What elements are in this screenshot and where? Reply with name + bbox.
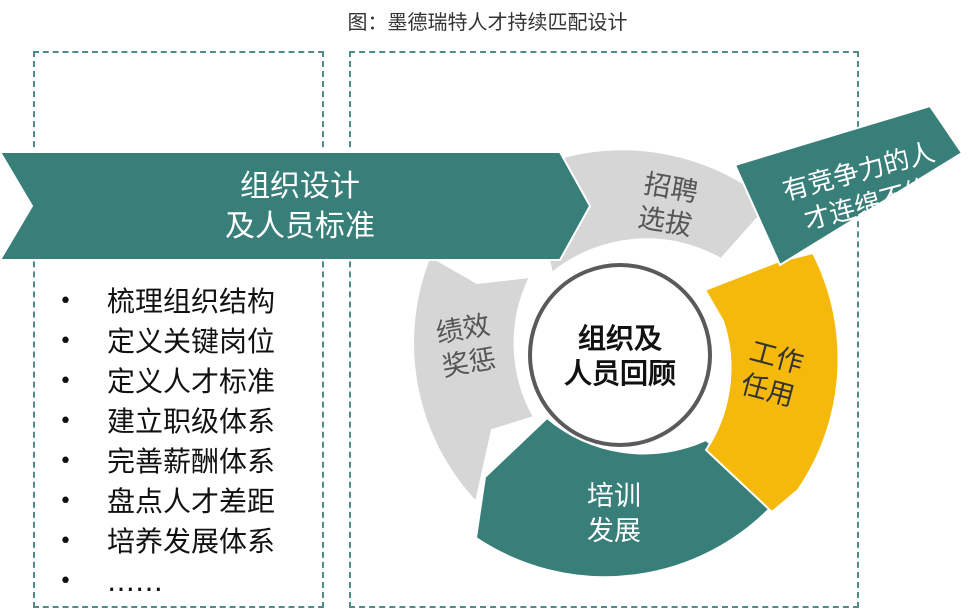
list-item-text: 梳理组织结构 — [107, 285, 276, 318]
bullet-marker: • — [59, 409, 72, 434]
bullet-marker: • — [59, 289, 72, 314]
segment-assignment — [703, 251, 840, 514]
list-item-text: 定义人才标准 — [107, 365, 276, 398]
segment-training-line2: 发展 — [587, 516, 641, 547]
bullet-marker: • — [59, 569, 72, 594]
center-circle — [528, 263, 712, 447]
outcome-arrow — [733, 104, 964, 267]
list-item-text: 完善薪酬体系 — [107, 445, 276, 478]
bullet-marker: • — [59, 369, 72, 394]
list-item-text: 盘点人才差距 — [107, 485, 276, 518]
segment-recruit — [539, 148, 773, 275]
segment-training — [474, 416, 778, 579]
list-item-text: 建立职级体系 — [107, 405, 276, 438]
right-dashed-panel — [349, 51, 859, 608]
bullet-marker: • — [59, 529, 72, 554]
bullet-marker: • — [59, 489, 72, 514]
bullet-marker: • — [59, 449, 72, 474]
figure-title: 图：墨德瑞特人才持续匹配设计 — [347, 10, 628, 34]
segment-training-line1: 培训 — [587, 481, 641, 512]
list-item-text: 培养发展体系 — [107, 525, 276, 558]
center-line1: 组织及 — [578, 322, 662, 355]
banner-line2: 及人员标准 — [225, 209, 375, 244]
list-item-text: 定义关键岗位 — [107, 325, 276, 358]
banner-line1: 组织设计 — [240, 169, 360, 204]
list-item-text: …… — [107, 565, 163, 598]
center-line2: 人员回顾 — [564, 357, 676, 390]
bullet-marker: • — [59, 329, 72, 354]
segment-performance — [412, 254, 536, 505]
banner-arrow — [0, 151, 592, 261]
left-dashed-panel — [33, 51, 324, 608]
